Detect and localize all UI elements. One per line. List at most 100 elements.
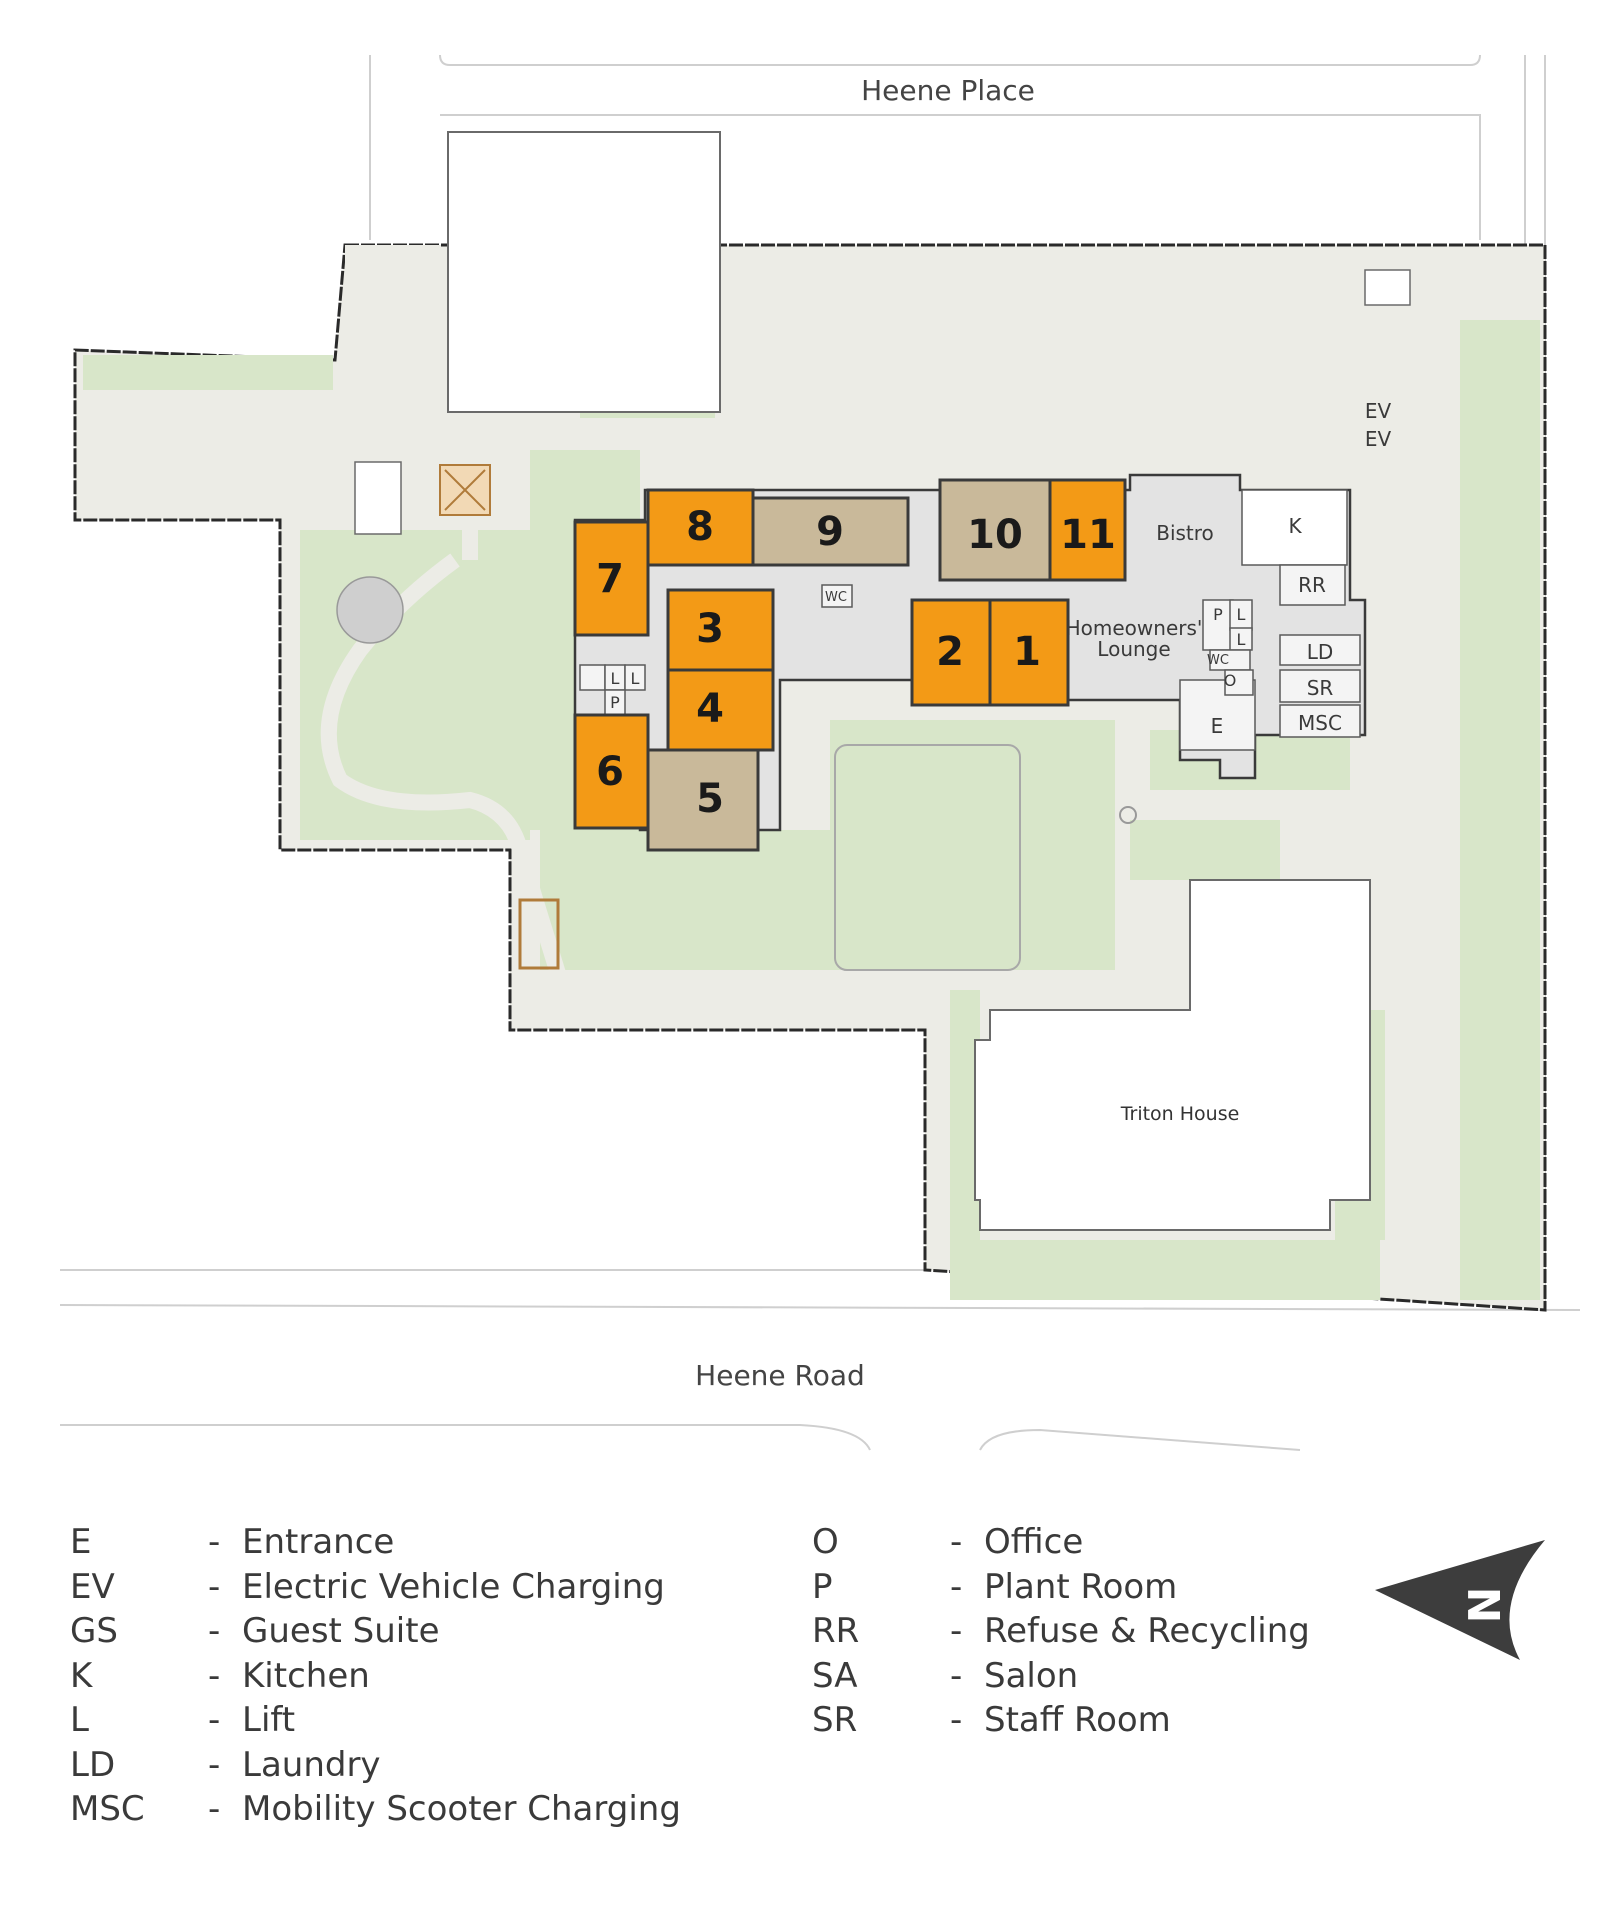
legend-dash: - <box>208 1700 221 1740</box>
legend-definition: Kitchen <box>242 1655 370 1696</box>
unit-5 <box>646 748 760 852</box>
legend-row: L -Lift <box>70 1698 710 1743</box>
service-rooms <box>579 489 1361 751</box>
unit-6 <box>573 713 650 830</box>
legend-dash: - <box>208 1744 221 1785</box>
legend-dash: - <box>208 1655 221 1696</box>
room-ev-2: EV <box>1365 427 1392 451</box>
unit-9 <box>751 496 910 567</box>
legend-row: SR -Staff Room <box>812 1698 1332 1743</box>
room-ld: LD <box>1307 640 1334 664</box>
unit-label-9: 9 <box>816 509 844 555</box>
room-l-right-2: L <box>1237 630 1246 649</box>
room-l-left-2: L <box>631 669 640 688</box>
unit-11 <box>1048 478 1127 582</box>
room-p-right: P <box>1213 605 1223 624</box>
roundabout-icon <box>1119 806 1137 824</box>
room-rr: RR <box>1298 573 1326 597</box>
room-o: O <box>1224 671 1237 690</box>
legend-abbr: SA <box>812 1655 858 1696</box>
round-feature <box>336 576 404 644</box>
north-letter: N <box>1460 1587 1511 1624</box>
unit-label-1: 1 <box>1013 629 1041 675</box>
legend-definition: Electric Vehicle Charging <box>242 1566 665 1607</box>
unit-label-10: 10 <box>967 512 1023 558</box>
unit-3 <box>666 588 775 672</box>
room-bistro: Bistro <box>1156 521 1214 545</box>
triton-house <box>974 879 1371 1231</box>
legend-row: RR -Refuse & Recycling <box>812 1609 1332 1654</box>
unit-label-8: 8 <box>686 504 714 550</box>
legend-definition: Office <box>984 1522 1084 1562</box>
legend-dash: - <box>208 1522 221 1562</box>
legend-row: K-Kitchen <box>70 1654 710 1699</box>
legend-definition: Lift <box>242 1700 296 1740</box>
legend-definition: Staff Room <box>984 1700 1171 1740</box>
legend-definition: Mobility Scooter Charging <box>242 1789 681 1829</box>
legend-abbr: LD <box>70 1744 116 1785</box>
legend-row: E -Entrance <box>70 1520 710 1565</box>
legend-abbr: E <box>70 1522 92 1562</box>
unit-label-6: 6 <box>596 749 624 795</box>
legend-dash: - <box>208 1789 221 1829</box>
legend-dash: - <box>950 1611 963 1651</box>
room-labels: Bistro Homeowners' Lounge K RR LD SR MSC… <box>610 399 1391 738</box>
legend-abbr: L <box>70 1700 89 1740</box>
legend-dash: - <box>208 1566 221 1607</box>
legend-abbr: GS <box>70 1611 118 1651</box>
legend-definition: Entrance <box>242 1522 395 1562</box>
legend-abbr: O <box>812 1522 839 1562</box>
unit-4 <box>666 668 775 752</box>
unit-label-7: 7 <box>596 556 624 602</box>
room-ev-1: EV <box>1365 399 1392 423</box>
unit-label-3: 3 <box>696 606 724 652</box>
unit-label-5: 5 <box>696 776 724 822</box>
room-sr: SR <box>1307 676 1334 700</box>
legend-dash: - <box>208 1611 221 1651</box>
legend-dash: - <box>950 1655 963 1696</box>
room-p-left: P <box>610 693 620 712</box>
unit-1 <box>988 598 1070 707</box>
unit-label-4: 4 <box>696 686 724 732</box>
room-wc-right: WC <box>1207 653 1229 668</box>
site-plan-map: Triton House 8 <box>59 54 1581 1451</box>
legend-definition: Refuse & Recycling <box>984 1611 1310 1651</box>
room-msc: MSC <box>1298 711 1342 735</box>
unit-labels: 8 9 10 11 7 3 4 6 5 2 1 <box>596 504 1116 822</box>
pergola <box>518 898 560 970</box>
legend-abbr: RR <box>812 1611 860 1651</box>
legend-row: EV -Electric Vehicle Charging <box>70 1565 710 1610</box>
legend-row: LD -Laundry <box>70 1743 710 1788</box>
legend-abbr: SR <box>812 1700 858 1740</box>
central-lawn <box>834 744 1021 971</box>
room-l-right-1: L <box>1237 605 1246 624</box>
legend-row: MSC -Mobility Scooter Charging <box>70 1787 710 1832</box>
legend-definition: Salon <box>984 1655 1079 1696</box>
unit-blocks <box>573 478 1127 852</box>
road-label-heene-road: Heene Road <box>695 1359 865 1392</box>
legend-definition: Plant Room <box>984 1566 1178 1607</box>
legend-abbr: MSC <box>70 1789 145 1829</box>
legend-row: SA -Salon <box>812 1654 1332 1699</box>
room-k: K <box>1288 514 1302 538</box>
legend-abbr: P <box>812 1566 833 1607</box>
unit-label-2: 2 <box>936 629 964 675</box>
room-wc-left: WC <box>825 590 847 605</box>
legend-row: O -Office <box>812 1520 1332 1565</box>
room-l-left-1: L <box>611 669 620 688</box>
legend-abbr: EV <box>70 1566 115 1607</box>
unit-label-11: 11 <box>1060 512 1116 558</box>
room-lounge-line2: Lounge <box>1097 637 1170 661</box>
legend-dash: - <box>950 1522 963 1562</box>
north-arrow-icon: N <box>1375 1540 1545 1660</box>
room-lounge-line1: Homeowners' <box>1066 616 1203 640</box>
room-e: E <box>1211 714 1224 738</box>
road-label-heene-place: Heene Place <box>861 74 1035 107</box>
legend-definition: Laundry <box>242 1744 381 1785</box>
adjacent-building-top <box>447 131 721 413</box>
legend-row: GS-Guest Suite <box>70 1609 710 1654</box>
legend-dash: - <box>950 1700 963 1740</box>
